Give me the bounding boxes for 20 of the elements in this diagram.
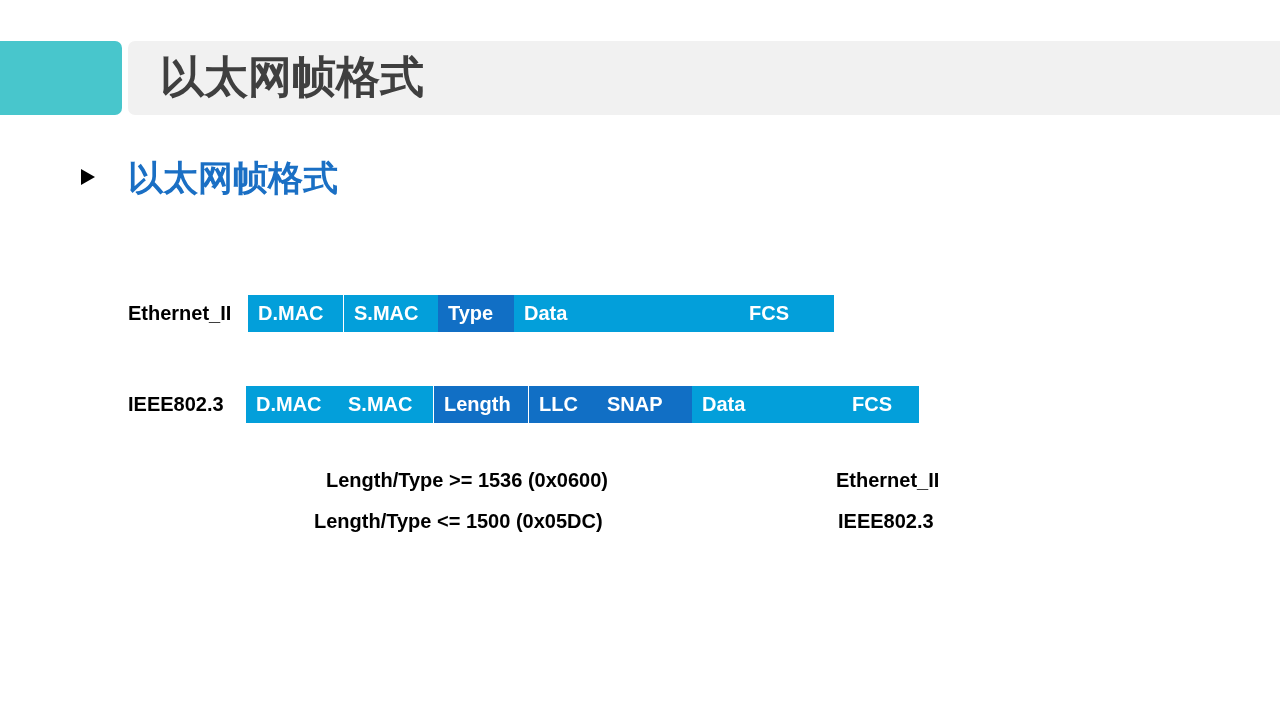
frame-field: S.MAC: [338, 386, 433, 423]
rule-result: IEEE802.3: [838, 509, 934, 533]
rule-text: Length/Type <= 1500 (0x05DC): [314, 509, 603, 533]
frame-field: Type: [438, 295, 514, 332]
slide-title: 以太网帧格式: [160, 50, 424, 104]
frame-field: Data: [514, 295, 739, 332]
frame-field: FCS: [739, 295, 834, 332]
frame-field: D.MAC: [248, 295, 343, 332]
frame-field: Data: [692, 386, 842, 423]
frame-field: D.MAC: [246, 386, 338, 423]
frame-field: FCS: [842, 386, 919, 423]
section-heading: 以太网帧格式: [128, 158, 338, 198]
frame-field: LLC: [529, 386, 597, 423]
row-label: Ethernet_II: [128, 301, 232, 325]
row-label: IEEE802.3: [128, 392, 224, 416]
frame-field: S.MAC: [344, 295, 438, 332]
rule-result: Ethernet_II: [836, 468, 940, 492]
rule-text: Length/Type >= 1536 (0x0600): [326, 468, 608, 492]
frame-field: SNAP: [597, 386, 692, 423]
frame-field: Length: [434, 386, 528, 423]
